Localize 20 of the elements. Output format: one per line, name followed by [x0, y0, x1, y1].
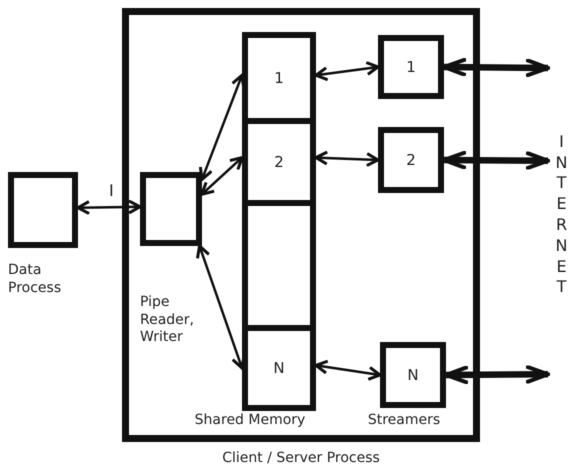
group-label: Shared Memory	[194, 412, 306, 428]
box-caption: Data Process	[8, 262, 62, 297]
slot-number: 2	[274, 153, 284, 171]
slot-number: 1	[274, 69, 284, 87]
slot-number: 1	[406, 58, 416, 76]
arrow	[444, 364, 550, 385]
arrow	[76, 199, 142, 216]
slot-number: N	[407, 366, 419, 384]
slot-number: 2	[406, 151, 416, 169]
arrow	[314, 61, 380, 82]
box-caption: Client / Server Process	[221, 450, 381, 467]
arrow	[442, 150, 550, 171]
box-caption: Pipe Reader, Writer	[140, 294, 195, 346]
group-label: Streamers	[366, 412, 442, 428]
arrow	[200, 156, 244, 196]
vertical-text: INTERNET	[554, 132, 568, 298]
slot-number: N	[273, 359, 285, 377]
arrow	[314, 360, 382, 381]
arrow	[442, 57, 550, 78]
arrow	[314, 150, 380, 168]
